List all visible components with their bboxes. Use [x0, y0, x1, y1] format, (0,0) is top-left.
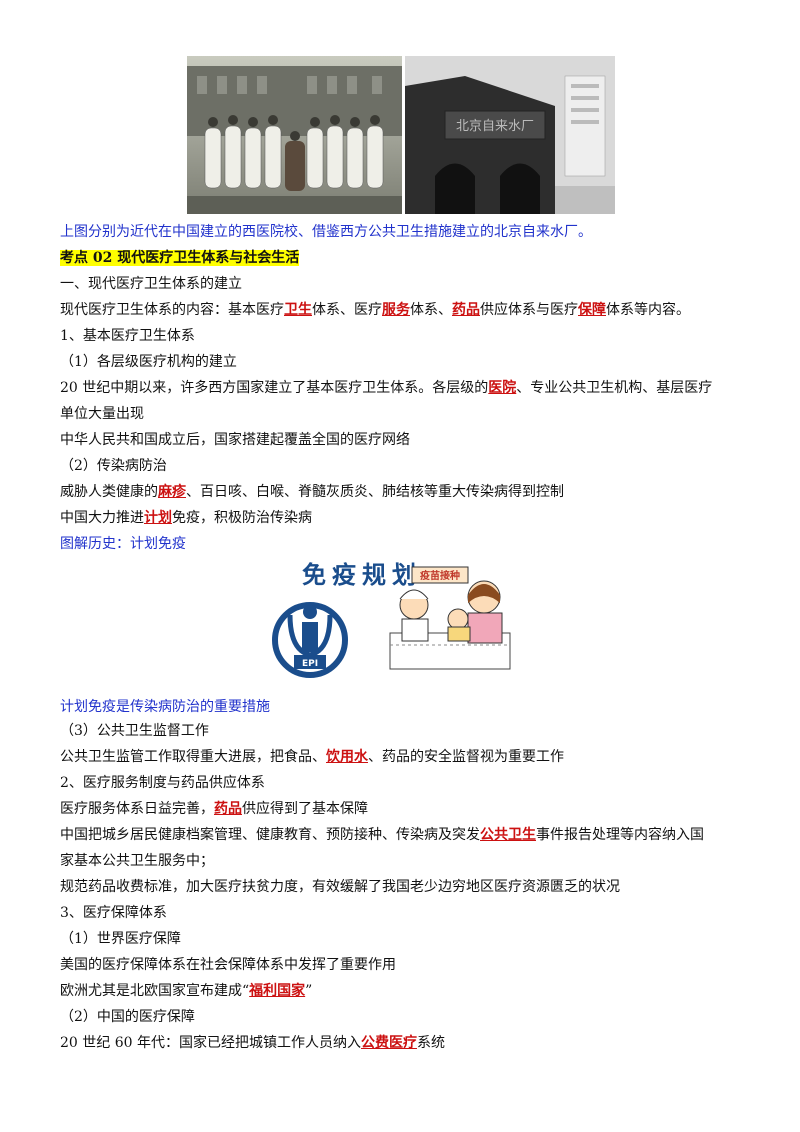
text: 医疗服务体系日益完善，	[60, 801, 214, 817]
photo-beijing-waterworks: 北京自来水厂	[405, 56, 615, 214]
keyword: 医院	[488, 380, 517, 396]
keyword: 饮用水	[326, 749, 368, 765]
heading-1-2: 2、医疗服务制度与药品供应体系	[60, 775, 265, 791]
text: 供应得到了基本保障	[242, 801, 368, 817]
vaccine-sign: 疫苗接种	[420, 569, 460, 582]
text: 、药品的安全监督视为重要工作	[368, 749, 564, 765]
text: 、百日咳、白喉、脊髓灰质炎、肺结核等重大传染病得到控制	[186, 484, 564, 500]
text: 威胁人类健康的	[60, 484, 158, 500]
paragraph-western-system: 20 世纪中期以来，许多西方国家建立了基本医疗卫生体系。各层级的医院、专业公共卫…	[60, 378, 712, 398]
paragraph-system-content: 现代医疗卫生体系的内容：基本医疗卫生体系、医疗服务体系、药品供应体系与医疗保障体…	[60, 300, 690, 320]
text: 现代医疗卫生体系的内容：基本医疗	[60, 302, 284, 318]
heading-1-3: 3、医疗保障体系	[60, 905, 167, 921]
text: 20 世纪 60 年代：国家已经把城镇工作人员纳入	[60, 1035, 361, 1051]
text: 系统	[416, 1035, 445, 1051]
text: 公共卫生监管工作取得重大进展，把食品、	[60, 749, 326, 765]
epi-title: 免疫规划	[302, 561, 422, 589]
photo-sign-text: 北京自来水厂	[456, 119, 534, 134]
subheading-china: （2）中国的医疗保障	[60, 1009, 195, 1025]
heading-1-1: 1、基本医疗卫生体系	[60, 328, 195, 344]
text: 中国大力推进	[60, 510, 144, 526]
subheading-2: （2）传染病防治	[60, 458, 167, 474]
historic-photos: 北京自来水厂	[187, 56, 615, 214]
keyword: 公费医疗	[360, 1035, 417, 1051]
keyword: 卫生	[284, 302, 312, 318]
keyword: 公共卫生	[480, 827, 536, 843]
keyword: 药品	[452, 302, 480, 318]
paragraph-diseases: 威胁人类健康的麻疹、百日咳、白喉、脊髓灰质炎、肺结核等重大传染病得到控制	[60, 482, 564, 502]
text: 体系、医疗	[312, 302, 382, 318]
text: ”	[305, 983, 313, 999]
subheading-1: （1）各层级医疗机构的建立	[60, 354, 237, 370]
paragraph-public-health: 中国把城乡居民健康档案管理、健康教育、预防接种、传染病及突发公共卫生事件报告处理…	[60, 825, 704, 845]
text: 体系、	[410, 302, 452, 318]
paragraph-continuation: 单位大量出现	[60, 406, 144, 422]
illustration-caption: 图解历史：计划免疫	[60, 536, 186, 552]
text: 免疫，积极防治传染病	[172, 510, 312, 526]
paragraph-service-system: 医疗服务体系日益完善，药品供应得到了基本保障	[60, 799, 368, 819]
text: 20 世纪中期以来，许多西方国家建立了基本医疗卫生体系。各层级的	[60, 380, 489, 396]
text: 欧洲尤其是北欧国家宣布建成“	[60, 983, 250, 999]
text: 体系等内容。	[606, 302, 690, 318]
subheading-3: （3）公共卫生监督工作	[60, 723, 209, 739]
illustration-note: 计划免疫是传染病防治的重要措施	[60, 699, 270, 715]
paragraph-usa: 美国的医疗保障体系在社会保障体系中发挥了重要作用	[60, 957, 396, 973]
keyword: 福利国家	[249, 983, 306, 999]
section-heading-text: 考点 02 现代医疗卫生体系与社会生活	[60, 250, 300, 266]
paragraph-drug-pricing: 规范药品收费标准，加大医疗扶贫力度，有效缓解了我国老少边穷地区医疗资源匮乏的状况	[60, 879, 620, 895]
paragraph-supervision: 公共卫生监管工作取得重大进展，把食品、饮用水、药品的安全监督视为重要工作	[60, 747, 564, 767]
paragraph-1960s: 20 世纪 60 年代：国家已经把城镇工作人员纳入公费医疗系统	[60, 1033, 445, 1053]
paragraph-china-network: 中华人民共和国成立后，国家搭建起覆盖全国的医疗网络	[60, 432, 410, 448]
heading-1: 一、现代医疗卫生体系的建立	[60, 276, 242, 292]
text: 供应体系与医疗	[480, 302, 578, 318]
paragraph-immunization: 中国大力推进计划免疫，积极防治传染病	[60, 508, 312, 528]
text: 事件报告处理等内容纳入国	[536, 827, 704, 843]
keyword: 计划	[144, 510, 172, 526]
keyword: 麻疹	[158, 484, 186, 500]
text: 、专业公共卫生机构、基层医疗	[516, 380, 713, 396]
subheading-world: （1）世界医疗保障	[60, 931, 181, 947]
keyword: 药品	[214, 801, 242, 817]
paragraph-continuation-2: 家基本公共卫生服务中；	[60, 853, 214, 869]
keyword: 保障	[578, 302, 606, 318]
photo-western-medical-school	[187, 56, 402, 214]
epi-logo-text: EPI	[302, 659, 318, 669]
immunization-illustration: 免疫规划 EPI 疫苗接种	[262, 555, 530, 680]
photo-caption: 上图分别为近代在中国建立的西医院校、借鉴西方公共卫生措施建立的北京自来水厂。	[60, 224, 592, 240]
keyword: 服务	[382, 302, 410, 318]
section-heading: 考点 02 现代医疗卫生体系与社会生活	[60, 248, 300, 268]
text: 中国把城乡居民健康档案管理、健康教育、预防接种、传染病及突发	[60, 827, 480, 843]
paragraph-europe: 欧洲尤其是北欧国家宣布建成“福利国家”	[60, 981, 312, 1001]
